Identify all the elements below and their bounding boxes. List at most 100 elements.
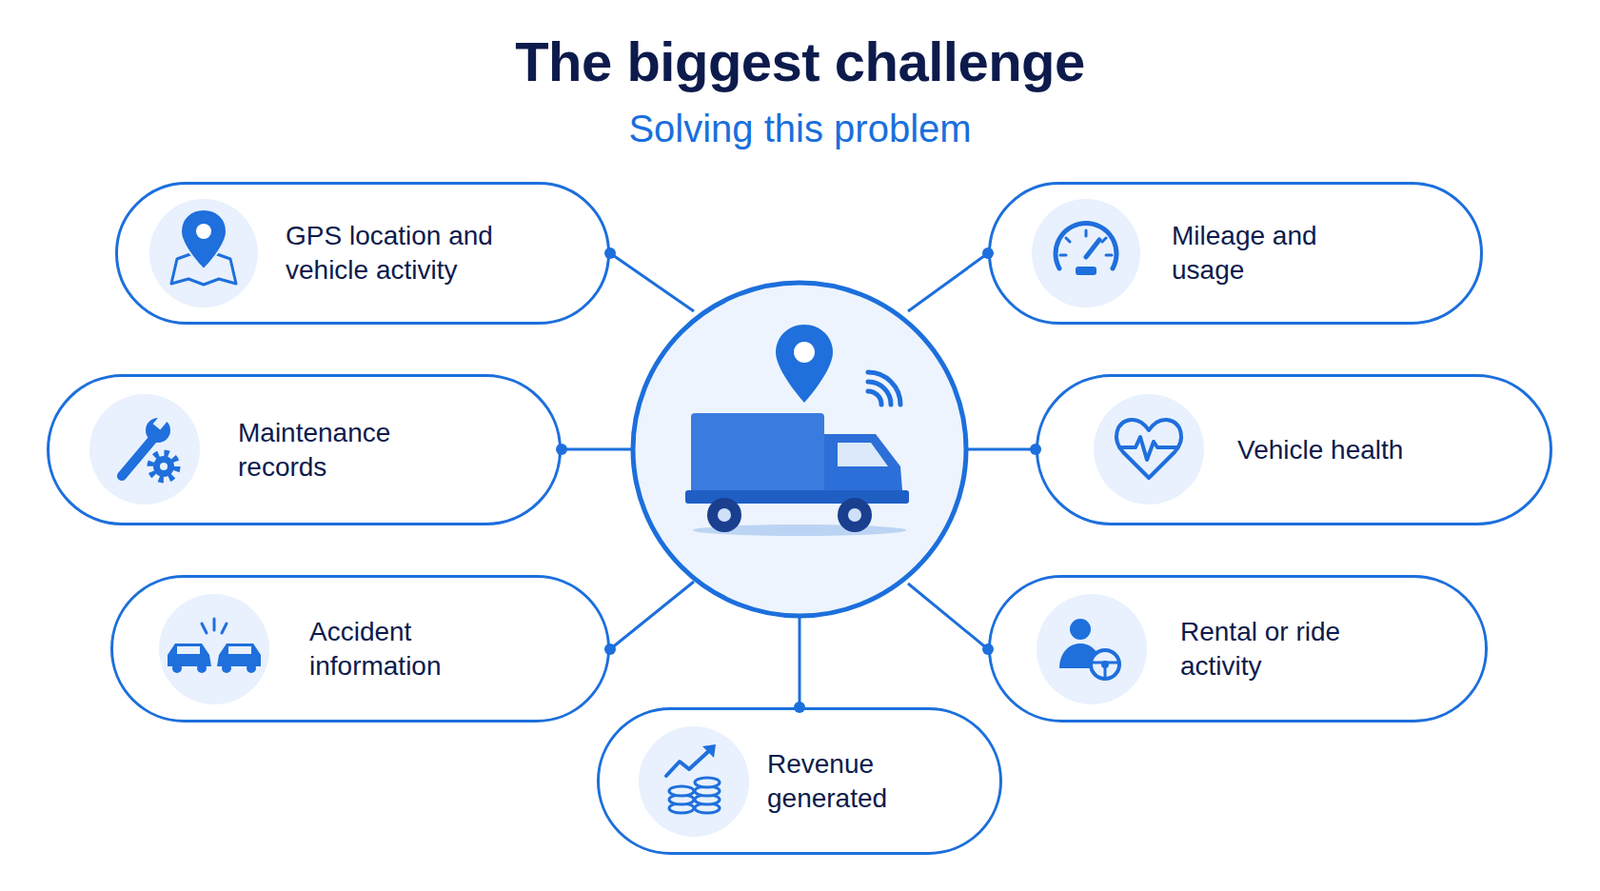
signal-arc bbox=[868, 372, 901, 405]
wheel-spokes bbox=[1091, 662, 1119, 678]
connector-dot bbox=[604, 643, 616, 655]
heart-icon bbox=[1116, 419, 1182, 478]
trend-arrowhead bbox=[702, 744, 716, 758]
coin bbox=[669, 803, 694, 813]
trend-line bbox=[666, 748, 712, 776]
pin-hole bbox=[793, 341, 815, 363]
subtitle: Solving this problem bbox=[0, 104, 1600, 153]
car-wheel bbox=[221, 663, 232, 673]
gauge-tick bbox=[1085, 230, 1088, 237]
pill-label: GPS location and vehicle activity bbox=[285, 218, 548, 288]
pill-label: Revenue generated bbox=[767, 747, 949, 816]
spoke-line bbox=[908, 253, 988, 312]
connector-dots bbox=[555, 247, 1042, 713]
spoke-line bbox=[610, 253, 694, 312]
heart-outline bbox=[1116, 419, 1182, 478]
connector-dot bbox=[982, 643, 994, 655]
gauge-arc bbox=[1055, 223, 1117, 269]
icon-circle bbox=[149, 198, 258, 308]
pill-label: Accident information bbox=[309, 614, 510, 684]
gauge-ticks bbox=[1060, 230, 1112, 256]
car-wheel bbox=[197, 663, 207, 673]
coin bbox=[694, 794, 720, 805]
car-wheel bbox=[246, 663, 257, 673]
pin-hole bbox=[196, 223, 212, 239]
icon-circle bbox=[158, 593, 270, 705]
icon-circle bbox=[1093, 394, 1205, 505]
signal-arc bbox=[868, 391, 882, 405]
icon-backgrounds bbox=[89, 198, 1205, 837]
topic-pill: Mileage and usage bbox=[987, 181, 1483, 325]
car-wheel bbox=[172, 663, 182, 673]
truck-illustration bbox=[685, 324, 909, 536]
icon-circle bbox=[638, 726, 750, 837]
truck-box bbox=[691, 413, 825, 499]
topic-pill: GPS location and vehicle activity bbox=[115, 181, 611, 325]
truck-wheel bbox=[707, 497, 742, 533]
spoke-line bbox=[908, 583, 988, 650]
car-window bbox=[228, 646, 252, 654]
topic-pill: Maintenance records bbox=[46, 374, 562, 526]
coin bbox=[694, 803, 720, 813]
pill-label: Mileage and usage bbox=[1171, 218, 1353, 288]
wheel-hub bbox=[717, 508, 731, 522]
connector-dot bbox=[793, 701, 806, 713]
wheel-hub bbox=[848, 508, 862, 522]
connector-dot bbox=[1029, 443, 1042, 455]
gear-body bbox=[153, 455, 175, 477]
gauge-base bbox=[1075, 266, 1097, 276]
coin bbox=[669, 794, 694, 805]
spoke-line bbox=[561, 448, 633, 452]
impact-burst bbox=[201, 618, 227, 633]
burst-line bbox=[201, 623, 207, 633]
topic-pill: Vehicle health bbox=[1035, 374, 1553, 526]
signal-arc bbox=[868, 381, 891, 405]
connector-dot bbox=[604, 247, 616, 259]
car-body bbox=[217, 643, 261, 667]
connector-dot bbox=[982, 247, 994, 259]
signal-waves bbox=[868, 372, 901, 405]
icon-circle bbox=[1036, 593, 1147, 705]
gauge-icon bbox=[1055, 223, 1117, 276]
gauge-tick bbox=[1102, 237, 1107, 242]
topic-pill: Rental or ride activity bbox=[987, 574, 1488, 723]
spoke-line bbox=[966, 448, 1036, 452]
map-outline bbox=[171, 254, 237, 285]
icon-circle bbox=[89, 394, 200, 505]
coin bbox=[669, 786, 694, 796]
gauge-tick bbox=[1106, 254, 1112, 257]
gauge-tick bbox=[1066, 237, 1070, 242]
topic-pill: Accident information bbox=[110, 574, 611, 723]
burst-line bbox=[221, 623, 227, 633]
gear-hole bbox=[159, 462, 168, 471]
burst-line bbox=[213, 618, 217, 631]
car-window bbox=[177, 646, 200, 654]
gauge-needle bbox=[1086, 239, 1100, 257]
collision-icon bbox=[167, 618, 261, 673]
coin-stacks bbox=[669, 777, 720, 813]
steering-wheel bbox=[1090, 650, 1120, 679]
spoke-line bbox=[798, 615, 802, 708]
hub-circle bbox=[632, 282, 967, 616]
wrench-jaw bbox=[153, 413, 170, 430]
truck-window bbox=[837, 442, 889, 467]
pill-label: Rental or ride activity bbox=[1180, 614, 1381, 684]
truck-wheel bbox=[837, 497, 872, 533]
gauge-tick bbox=[1060, 254, 1067, 257]
connector-dot bbox=[555, 443, 568, 455]
spoke-lines bbox=[561, 253, 1036, 708]
car-body bbox=[167, 643, 212, 667]
location-pin bbox=[775, 324, 833, 403]
map-pin-icon bbox=[171, 209, 237, 285]
gear-teeth bbox=[150, 453, 178, 480]
pill-label: Maintenance records bbox=[237, 415, 438, 485]
revenue-icon bbox=[666, 744, 720, 813]
topic-pill: Revenue generated bbox=[596, 707, 1003, 855]
driver-icon bbox=[1059, 618, 1120, 679]
wrench-head bbox=[145, 417, 171, 443]
wrench-gear-icon bbox=[121, 413, 178, 480]
person-head bbox=[1069, 618, 1091, 640]
spoke-line bbox=[610, 581, 694, 650]
